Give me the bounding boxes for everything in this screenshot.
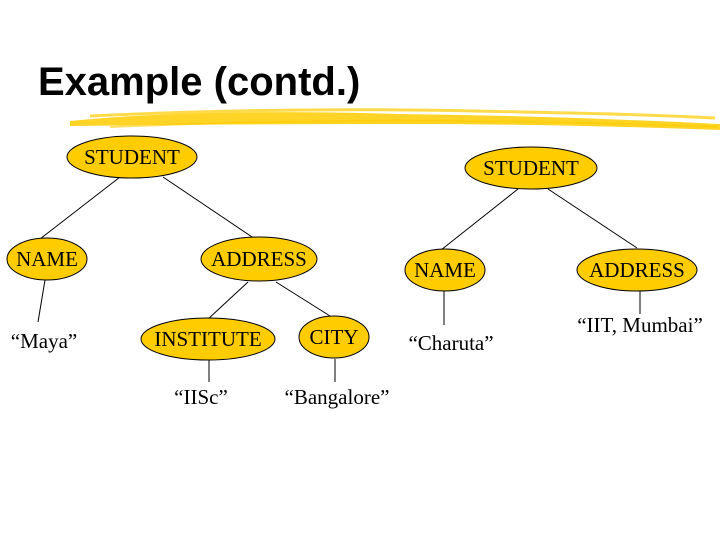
edge-address-institute-1 [206,281,249,321]
slide-title: Example (contd.) [38,60,360,104]
node-address-2: ADDRESS [576,248,698,292]
leaf-name-value-2: “Charuta” [408,331,493,355]
edge-student-address-2 [547,188,638,249]
node-address-1: ADDRESS [200,236,318,282]
node-student-2: STUDENT [464,146,598,190]
leaf-institute-value-1: “IISc” [174,385,228,409]
node-institute-1-label: INSTITUTE [154,327,261,351]
node-address-1-label: ADDRESS [211,247,307,271]
edge-address-city-1 [275,281,331,317]
edge-student-address-1 [162,176,256,240]
edge-student-name-1 [39,176,121,240]
edge-name-value-1 [37,279,46,323]
edge-student-name-2 [440,188,519,251]
node-institute-1: INSTITUTE [140,317,276,361]
node-student-1: STUDENT [66,135,198,179]
node-student-1-label: STUDENT [84,145,180,169]
node-name-2-label: NAME [414,258,476,282]
node-name-1: NAME [6,237,88,281]
node-city-1-label: CITY [310,325,359,349]
node-name-1-label: NAME [16,247,78,271]
node-address-2-label: ADDRESS [589,258,685,282]
leaf-name-value-1: “Maya” [11,329,77,353]
node-name-2: NAME [404,248,486,292]
node-city-1: CITY [298,315,370,359]
leaf-address-value-2: “IIT, Mumbai” [577,313,703,337]
leaf-city-value-1: “Bangalore” [285,385,390,409]
title-underline [70,108,720,130]
node-student-2-label: STUDENT [483,156,579,180]
